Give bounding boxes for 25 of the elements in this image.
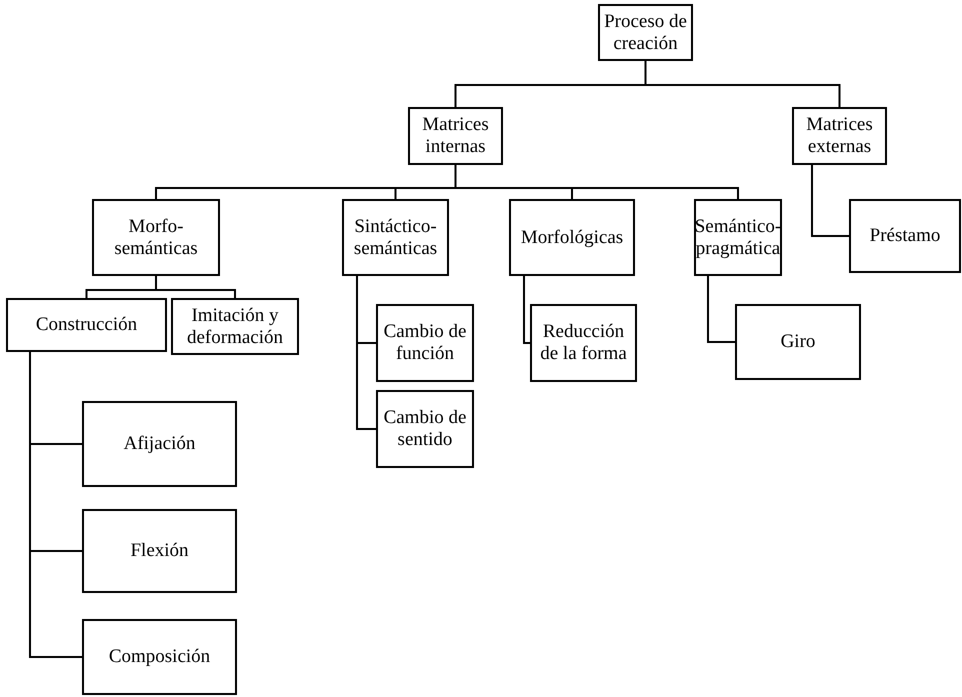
category-box: Cambio de función bbox=[376, 304, 474, 382]
connector-line bbox=[356, 276, 376, 430]
category-box: Sintáctico-semánticas bbox=[342, 199, 449, 276]
category-box: Reducción de la forma bbox=[530, 304, 637, 382]
category-box: Morfo-semánticas bbox=[92, 199, 220, 276]
category-box: Imitación y deformación bbox=[171, 298, 299, 355]
connector-line bbox=[644, 61, 840, 107]
category-box: Morfológicas bbox=[509, 199, 635, 276]
connector-line bbox=[523, 276, 530, 344]
category-box: Construcción bbox=[6, 298, 167, 352]
connector-line bbox=[454, 165, 739, 199]
category-box: Flexión bbox=[82, 509, 237, 593]
category-box: Préstamo bbox=[849, 199, 961, 273]
connector-line bbox=[29, 352, 82, 658]
connector-line bbox=[707, 276, 735, 343]
connector-line bbox=[811, 165, 849, 237]
connector-line bbox=[155, 276, 236, 298]
category-box: Afijación bbox=[82, 401, 237, 487]
category-box: Proceso de creación bbox=[598, 4, 693, 61]
category-box: Giro bbox=[735, 304, 861, 380]
category-box: Semántico-pragmática bbox=[694, 199, 782, 276]
category-box: Matrices externas bbox=[792, 107, 887, 165]
category-box: Cambio de sentido bbox=[376, 390, 474, 468]
category-box: Composición bbox=[82, 619, 237, 695]
category-box: Matrices internas bbox=[408, 107, 503, 165]
